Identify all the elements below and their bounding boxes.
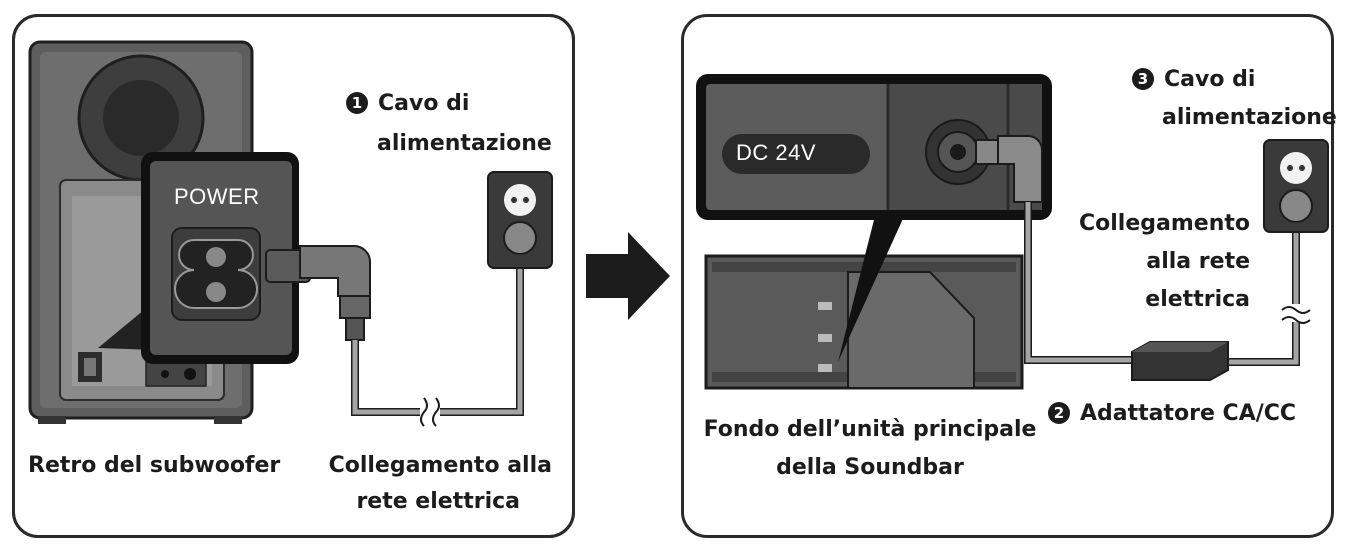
soundbar-bottom-illustration [704, 254, 1024, 390]
caption-soundbar-line2: della Soundbar [776, 455, 964, 480]
number-badge-2: 2 [1048, 402, 1070, 424]
power-port-label: POWER [174, 184, 260, 209]
caption-outlet-left-line2: rete elettrica [356, 489, 520, 514]
panel-soundbar-connection [681, 14, 1334, 538]
caption-outlet-left-line1: Collegamento alla [328, 453, 552, 478]
arrow-right-icon [586, 232, 670, 320]
caption-outlet-right-line2: alla rete [1146, 249, 1250, 274]
number-badge-1: 1 [346, 92, 368, 114]
number-badge-3: 3 [1132, 68, 1154, 90]
callout-3-power-cable-line2: alimentazione [1162, 105, 1337, 130]
caption-soundbar-line1: Fondo dell’unità principale [703, 417, 1037, 442]
ac-dc-adapter [1131, 341, 1229, 381]
callout-1-power-cable-line2: alimentazione [377, 131, 552, 156]
panel-subwoofer-border [12, 14, 575, 538]
caption-outlet-right-line3: elettrica [1145, 287, 1250, 312]
dc-port-label: DC 24V [736, 140, 817, 165]
wall-outlet-left [487, 171, 553, 269]
power-cable-left [265, 245, 524, 427]
power-port-callout [98, 152, 299, 364]
dc-port-callout [696, 74, 1052, 362]
wall-outlet-right [1263, 139, 1329, 233]
caption-subwoofer-back: Retro del subwoofer [28, 453, 281, 478]
caption-outlet-right-line1: Collegamento [1079, 211, 1250, 236]
power-cables-right [1024, 202, 1311, 366]
